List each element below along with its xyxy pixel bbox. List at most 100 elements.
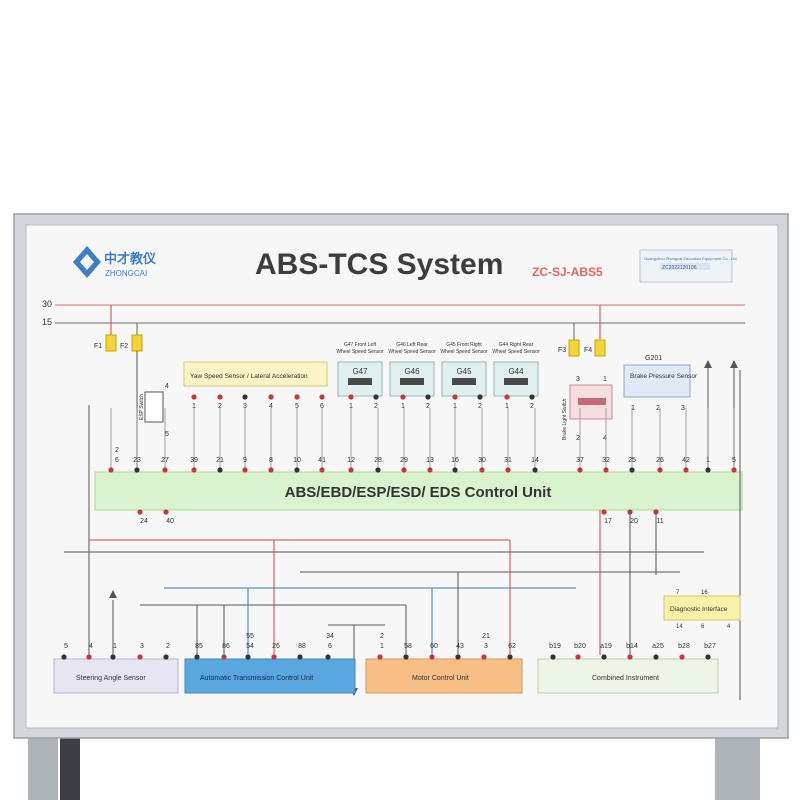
motor-control-unit: Motor Control Unit	[365, 658, 523, 694]
wheel-sensor-code: G46	[404, 367, 420, 376]
ecu-top-pin-dot	[191, 467, 197, 473]
wheel-pin-dot	[504, 394, 510, 400]
unit-pin-dot	[507, 654, 513, 660]
ecu-top-pin-label: 31	[504, 457, 512, 464]
unit-pin-dot	[137, 654, 143, 660]
wheel-sensor-caption: Wheel Speed Sensor	[440, 349, 488, 355]
unit-pin-dot	[601, 654, 607, 660]
brake-light-switch: Brake Light Switch 3 1 2 4	[562, 376, 613, 442]
ecu-top-pin-label: 23	[133, 457, 141, 464]
ecu-top-pin-dot	[731, 467, 737, 473]
ecu-top-pin-dot	[705, 467, 711, 473]
unit-pin-label: b19	[549, 643, 561, 650]
wheel-sensor-caption: G47 Front Left	[344, 342, 377, 348]
control-unit-label: ABS/EBD/ESP/ESD/ EDS Control Unit	[285, 484, 552, 501]
svg-text:F2: F2	[120, 343, 128, 350]
unit-pin-label: b14	[626, 643, 638, 650]
ecu-top-pin-dot	[603, 467, 609, 473]
unit-pin-dot	[163, 654, 169, 660]
wheel-pin-label: 2	[426, 403, 430, 410]
wheel-sensor-code: G47	[352, 367, 368, 376]
unit-pin-dot	[705, 654, 711, 660]
ecu-top-pin-dot	[629, 467, 635, 473]
wheel-sensor-body	[452, 378, 476, 385]
svg-text:2: 2	[576, 435, 580, 442]
wheel-sensor-caption: Wheel Speed Sensor	[492, 349, 540, 355]
wheel-sensor-caption: Wheel Speed Sensor	[336, 349, 384, 355]
unit-pin-label: 55	[246, 633, 254, 640]
ecu-top-pin-label: 30	[478, 457, 486, 464]
unit-pin-label: b28	[678, 643, 690, 650]
ecu-top-pin-dot	[532, 467, 538, 473]
logo: 中才教仪 ZHONGCAI	[73, 246, 157, 278]
ecu-top-pin-label: 42	[682, 457, 690, 464]
yaw-pin-label: 2	[218, 403, 222, 410]
wheel-pin-label: 1	[453, 403, 457, 410]
ecu-top-pin-label: 29	[400, 457, 408, 464]
svg-text:6: 6	[701, 624, 705, 630]
harness-lines	[64, 370, 741, 700]
unit-pin-dot	[429, 654, 435, 660]
logo-cn: 中才教仪	[104, 251, 157, 266]
wheel-pin-dot	[373, 394, 379, 400]
ecu-top-pin-label: 1	[706, 457, 710, 464]
wheel-pin-label: 1	[401, 403, 405, 410]
unit-pin-dot	[221, 654, 227, 660]
ecu-bottom-pin-dot	[137, 509, 143, 515]
unit-pin-label: 21	[482, 633, 490, 640]
wheel-pin-dot	[400, 394, 406, 400]
yaw-pin-dot	[242, 394, 248, 400]
page-title: ABS-TCS System	[255, 248, 503, 281]
unit-pin-label: 1	[113, 643, 117, 650]
unit-pin-label: b20	[574, 643, 586, 650]
unit-pin-dot	[110, 654, 116, 660]
steering-angle-sensor: Steering Angle Sensor	[53, 658, 179, 694]
yaw-pin-label: 6	[320, 403, 324, 410]
unit-pin-label: 54	[246, 643, 254, 650]
ecu-bottom-pin-label: 11	[656, 518, 663, 525]
fuse-f3: F3	[558, 323, 580, 357]
svg-text:3: 3	[681, 405, 685, 412]
svg-text:4: 4	[603, 435, 607, 442]
unit-pin-dot	[325, 654, 331, 660]
unit-pin-label: 2	[166, 643, 170, 650]
wheel-sensor-caption: G46 Left Rear	[396, 342, 428, 348]
svg-text:3: 3	[576, 376, 580, 383]
yaw-pin-dot	[217, 394, 223, 400]
svg-text:Diagnostic Interface: Diagnostic Interface	[670, 606, 728, 613]
ecu-wires	[110, 408, 735, 468]
svg-text:Brake Pressure Sensor: Brake Pressure Sensor	[630, 373, 698, 380]
ecu-bottom-pin-dot	[601, 509, 607, 515]
svg-text:Combined Instrument: Combined Instrument	[592, 675, 659, 682]
ecu-top-pin-dot	[294, 467, 300, 473]
wheel-pin-dot	[425, 394, 431, 400]
svg-text:4: 4	[727, 624, 731, 630]
ecu-top-pin-dot	[134, 467, 140, 473]
plate-serial: ZC2022120106	[662, 265, 697, 271]
ecu-top-pin-label: 27	[161, 457, 169, 464]
wheel-pin-label: 2	[478, 403, 482, 410]
ecu-top-pin-label: 2	[115, 447, 119, 454]
unit-pin-dot	[271, 654, 277, 660]
yaw-pin-label: 4	[269, 403, 273, 410]
unit-pin-label: 4	[89, 643, 93, 650]
ecu-top-pin-label: 12	[347, 457, 355, 464]
unit-pin-dot	[194, 654, 200, 660]
svg-text:ESP Switch: ESP Switch	[139, 394, 145, 420]
svg-text:Brake Light Switch: Brake Light Switch	[562, 398, 568, 440]
ecu-top-pin-dot	[348, 467, 354, 473]
ecu-top-pin-dot	[427, 467, 433, 473]
ecu-top-pin-dot	[217, 467, 223, 473]
wheel-sensor-caption: Wheel Speed Sensor	[388, 349, 436, 355]
ecu-top-pin-label: 16	[451, 457, 459, 464]
unit-pin-label: 6	[328, 643, 332, 650]
wheel-pin-label: 1	[349, 403, 353, 410]
combined-instrument: Combined Instrument	[537, 658, 719, 694]
unit-pin-dot	[245, 654, 251, 660]
svg-text:7: 7	[676, 590, 680, 596]
unit-pin-label: 1	[380, 643, 384, 650]
ecu-bottom-pin-label: 20	[630, 518, 638, 525]
yaw-pin-dot	[268, 394, 274, 400]
unit-pin-label: 88	[298, 643, 306, 650]
